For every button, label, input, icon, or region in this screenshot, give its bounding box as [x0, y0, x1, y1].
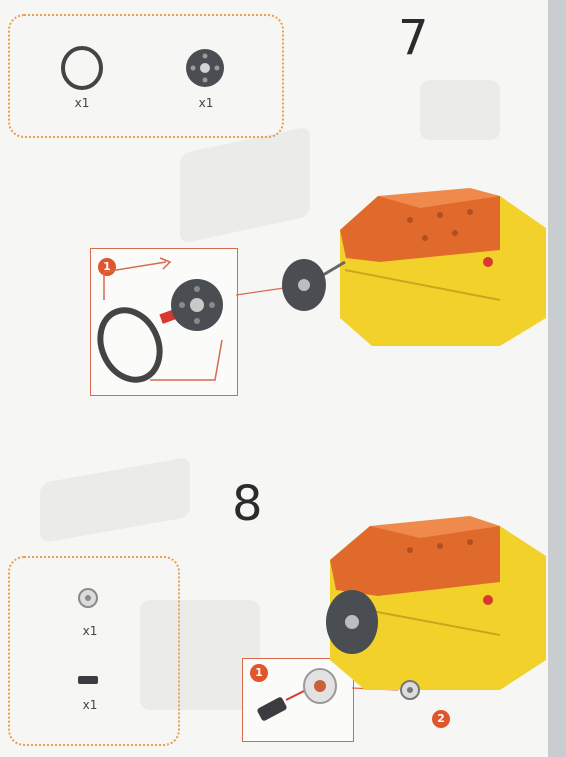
wheel-hub-icon [186, 49, 224, 87]
page-edge [548, 0, 566, 757]
robot-model-step8 [326, 516, 546, 699]
rubber-ring-icon [63, 48, 101, 88]
illustrations [0, 0, 548, 757]
axle-pin-icon [78, 676, 98, 684]
ring-assembly-illustration [89, 258, 284, 389]
bushing-icon [79, 589, 97, 607]
robot-model-step7 [282, 188, 546, 346]
